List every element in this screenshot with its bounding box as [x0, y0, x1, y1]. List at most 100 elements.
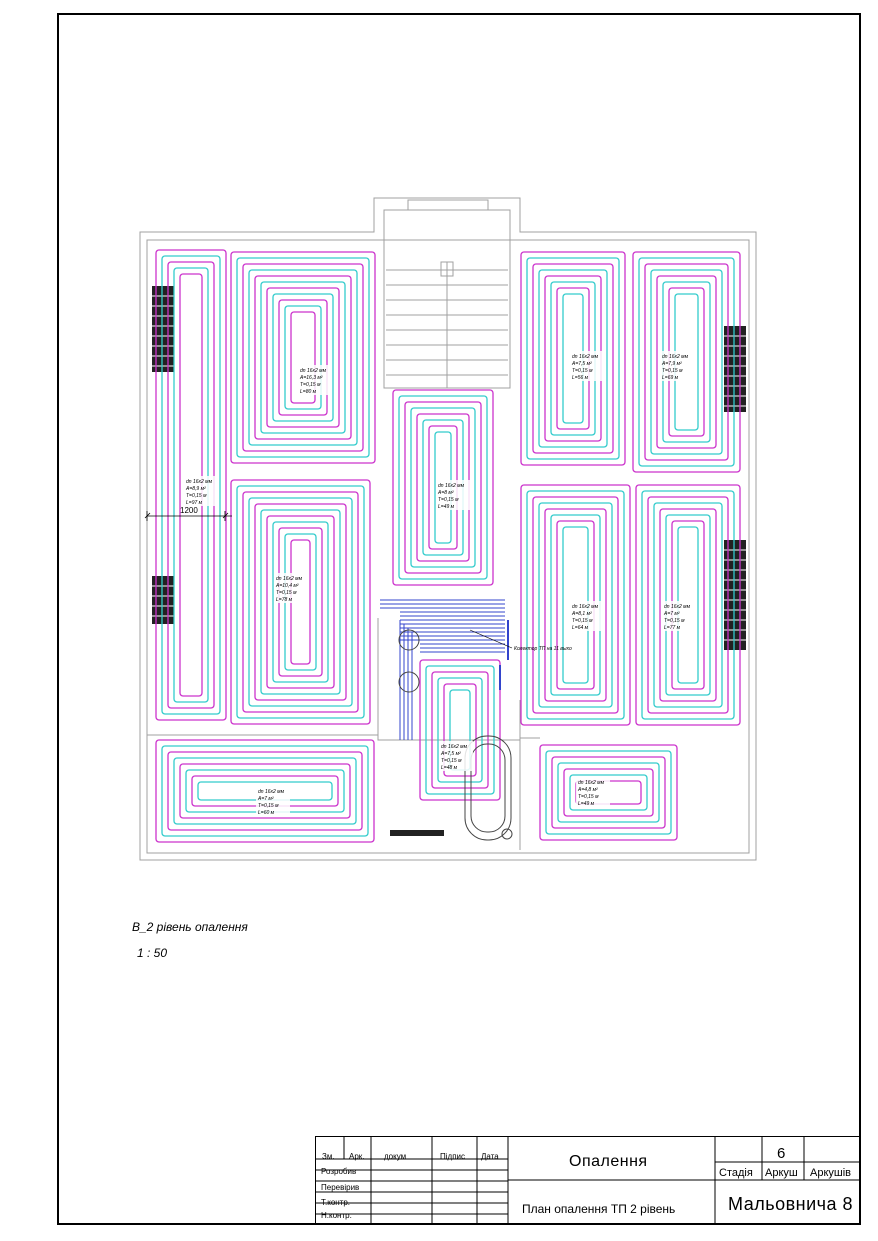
- room-annotation-line2: A=7,9 м²: [661, 361, 682, 367]
- loop-3-ring-0: [155, 249, 227, 721]
- loop-1-ring-0: [520, 251, 626, 466]
- loop-8-ring-1: [425, 665, 495, 795]
- dimension-value: 1200: [180, 506, 198, 515]
- annotation-background: [274, 573, 308, 603]
- tb-sheets-label: Аркушів: [810, 1167, 852, 1179]
- title-block: [315, 1136, 861, 1225]
- loop-0-ring-10: [290, 311, 316, 404]
- loop-10-ring-2: [551, 756, 666, 829]
- loop-0-ring-3: [248, 269, 358, 446]
- room-annotation: dn 16x2 ммA=7,9 м²T=0,15 мL=69 м: [660, 351, 694, 381]
- room-annotation-line4: L=69 м: [662, 375, 679, 381]
- loop-9-ring-2: [167, 751, 363, 831]
- room-annotation-line3: T=0,15 м: [572, 618, 593, 624]
- annotation-background: [436, 480, 470, 510]
- loop-6-ring-2: [532, 496, 619, 714]
- room-annotation-line4: L=60 м: [258, 810, 275, 816]
- room-annotation-line4: L=97 м: [186, 500, 203, 506]
- collector-label: Колектор ТП на 11 выхо: [514, 646, 572, 652]
- loop-7-ring-4: [659, 508, 717, 702]
- room-annotation: dn 16x2 ммA=16,3 м²T=0,15 мL=80 м: [298, 365, 332, 395]
- radiator-fins: [152, 295, 746, 641]
- room-annotation-line1: dn 16x2 мм: [578, 780, 605, 786]
- manifold-leader: [469, 629, 513, 649]
- tb-col-ark: Арк.: [349, 1152, 365, 1161]
- room-annotation-line2: A=8,1 м²: [571, 611, 592, 617]
- tb-row-tcontrol: Т.контр.: [321, 1198, 351, 1207]
- room-annotation-line1: dn 16x2 мм: [438, 483, 465, 489]
- loop-7-ring-1: [641, 490, 735, 720]
- room-annotation-line2: A=8,9 м²: [185, 486, 206, 492]
- room-annotation-line1: dn 16x2 мм: [441, 744, 468, 750]
- drawing-caption: В_2 рівень опалення: [132, 920, 248, 934]
- room-annotation-line1: dn 16x2 мм: [664, 604, 691, 610]
- manifold: [499, 620, 509, 690]
- room-annotation-line1: dn 16x2 мм: [186, 479, 213, 485]
- tb-row-checked: Перевірив: [321, 1183, 360, 1192]
- loop-5-ring-1: [236, 485, 365, 719]
- tb-object-name: Мальовнича 8: [728, 1194, 854, 1214]
- loop-9-ring-0: [155, 739, 375, 843]
- annotation-background: [570, 601, 604, 631]
- room-annotation: dn 16x2 ммA=7,5 м²T=0,15 мL=48 м: [439, 741, 473, 771]
- loop-0-ring-9: [284, 305, 322, 410]
- annotation-background: [576, 777, 610, 807]
- tb-row-developed: Розробив: [321, 1167, 357, 1176]
- room-annotation-line1: dn 16x2 мм: [572, 354, 599, 360]
- loop-7-ring-3: [653, 502, 723, 708]
- room-annotation-line1: dn 16x2 мм: [276, 576, 303, 582]
- loop-8-ring-4: [443, 683, 477, 777]
- room-annotation-line4: L=78 м: [276, 597, 293, 603]
- annotation-background: [570, 351, 604, 381]
- room-annotation-line4: L=56 м: [572, 375, 589, 381]
- loop-9-ring-1: [161, 745, 369, 837]
- loop-2-ring-0: [632, 251, 741, 473]
- room-annotation-line3: T=0,15 м: [186, 493, 207, 499]
- tb-sheet-label: Аркуш: [765, 1167, 798, 1179]
- loop-1-ring-2: [532, 263, 614, 454]
- room-annotation-line3: T=0,15 м: [438, 497, 459, 503]
- room-annotation-line2: A=10,4 м²: [275, 583, 299, 589]
- loop-7-ring-0: [635, 484, 741, 726]
- loop-0-ring-6: [266, 287, 340, 428]
- building-walls: [139, 197, 757, 861]
- loop-10-ring-3: [557, 762, 660, 823]
- loop-5-ring-3: [248, 497, 353, 707]
- room-annotation: dn 16x2 ммA=8 м²T=0,15 мL=49 м: [436, 480, 470, 510]
- room-annotation-line4: L=80 м: [300, 389, 317, 395]
- tb-col-date: Дата: [481, 1152, 499, 1161]
- room-annotation: dn 16x2 ммA=8,1 м²T=0,15 мL=64 м: [570, 601, 604, 631]
- room-annotation-line3: T=0,15 м: [258, 803, 279, 809]
- room-annotation-line2: A=7,5 м²: [440, 751, 461, 757]
- room-annotation-line3: T=0,15 м: [572, 368, 593, 374]
- loop-10-ring-4: [563, 768, 654, 817]
- room-annotation-line3: T=0,15 м: [662, 368, 683, 374]
- loop-7-ring-2: [647, 496, 729, 714]
- manifold-feeds: [380, 599, 505, 740]
- loop-10-ring-0: [539, 744, 678, 841]
- loop-2-ring-4: [656, 275, 717, 449]
- loop-9-ring-3: [173, 757, 357, 825]
- loop-4-ring-2: [404, 401, 482, 574]
- loop-5-ring-7: [272, 521, 329, 683]
- annotation-background: [439, 741, 473, 771]
- room-annotation-line2: A=7,5 м²: [571, 361, 592, 367]
- room-annotation-line2: A=16,3 м²: [299, 375, 323, 381]
- tb-sheet-title: План опалення ТП 2 рівень: [522, 1202, 676, 1216]
- dimension-line: [144, 511, 232, 521]
- room-annotation: dn 16x2 ммA=8,9 м²T=0,15 мL=97 м: [184, 476, 218, 506]
- room-annotation: dn 16x2 ммA=7,5 м²T=0,15 мL=56 м: [570, 351, 604, 381]
- loop-6-ring-1: [526, 490, 625, 720]
- room-annotation-line1: dn 16x2 мм: [300, 368, 327, 374]
- loop-4-ring-3: [410, 407, 476, 568]
- annotation-background: [298, 365, 332, 395]
- room-annotations: dn 16x2 ммA=16,3 м²T=0,15 мL=80 мdn 16x2…: [184, 351, 696, 816]
- room-annotation-line2: A=7 м²: [663, 611, 680, 617]
- loop-0-ring-8: [278, 299, 328, 416]
- tb-project-name: Опалення: [569, 1153, 648, 1170]
- loop-2-ring-2: [644, 263, 729, 461]
- loop-1-ring-1: [526, 257, 620, 460]
- loop-2-ring-3: [650, 269, 723, 455]
- loop-6-ring-0: [520, 484, 631, 726]
